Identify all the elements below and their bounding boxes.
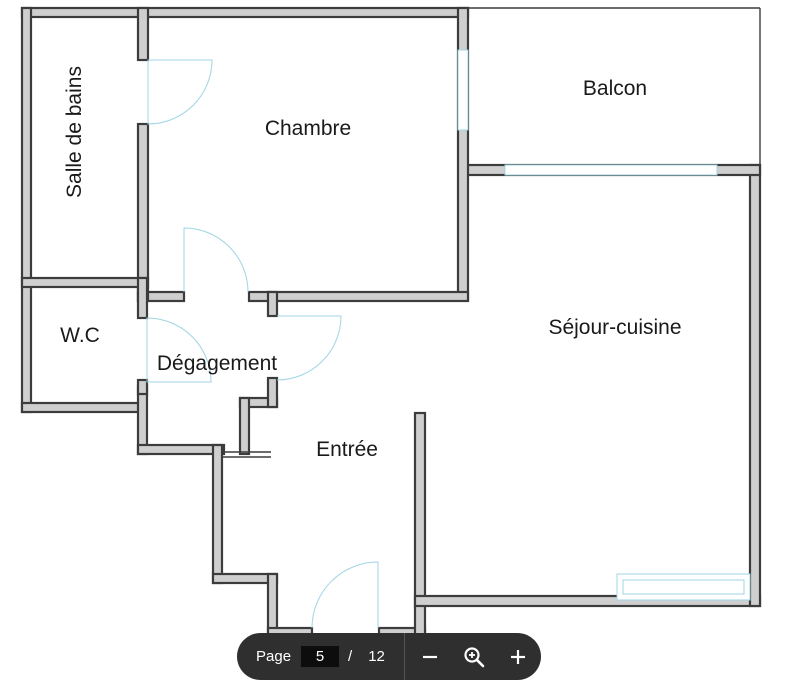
room-label-sejour-cuisine: Séjour-cuisine [548, 316, 681, 339]
minus-icon [422, 655, 437, 658]
windows [457, 49, 751, 601]
balcony-outline [468, 7, 761, 165]
zoom-in-button[interactable] [496, 633, 540, 680]
zoom-in-magnifier-icon [464, 646, 485, 667]
total-pages: 12 [368, 648, 385, 665]
door-swings [146, 59, 379, 629]
zoom-out-button[interactable] [408, 633, 452, 680]
page-label: Page [256, 648, 292, 665]
plus-icon [510, 649, 525, 664]
room-label-chambre: Chambre [265, 117, 351, 140]
room-label-wc: W.C [60, 324, 100, 347]
room-label-degagement: Dégagement [157, 352, 277, 375]
room-label-entree: Entrée [316, 438, 378, 461]
zoom-button[interactable] [452, 633, 496, 680]
pdf-page-toolbar: Page 5 / 12 [237, 633, 541, 680]
page-separator: / [348, 648, 353, 665]
room-label-salle-de-bains: Salle de bains [63, 66, 86, 198]
toolbar-divider [403, 633, 405, 680]
room-label-balcon: Balcon [583, 77, 647, 100]
page-number-input[interactable]: 5 [301, 646, 340, 667]
